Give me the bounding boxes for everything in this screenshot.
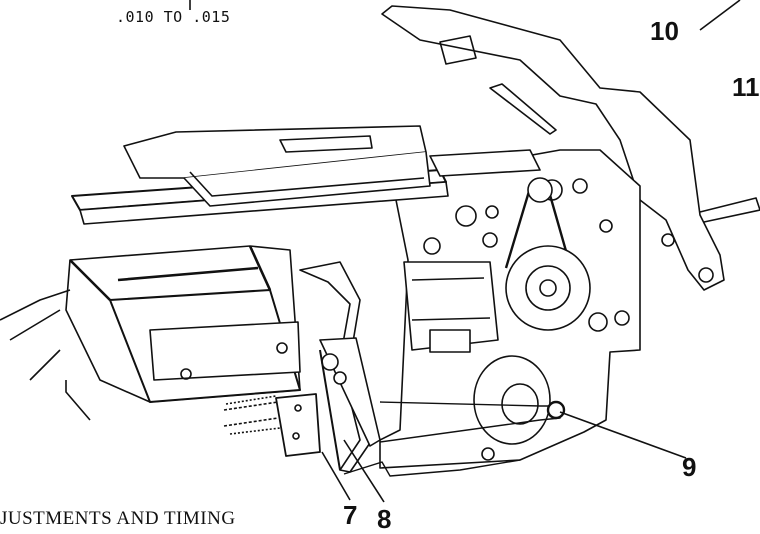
frame-plate — [379, 149, 641, 469]
timing-belt — [504, 177, 591, 331]
top-plate — [71, 125, 541, 225]
leader-7 — [321, 451, 351, 501]
drive-pulley — [379, 355, 566, 445]
upper-bracket — [381, 5, 760, 291]
callout-10: 10 — [650, 16, 679, 46]
callout-9: 9 — [682, 452, 697, 482]
lever-arms — [223, 261, 381, 473]
leader-9 — [559, 411, 687, 459]
base-edge — [343, 459, 521, 477]
leader-8 — [343, 439, 385, 503]
callout-7: 7 — [343, 500, 358, 530]
callout-11: 11 — [732, 72, 760, 102]
section-caption: JUSTMENTS AND TIMING — [0, 508, 236, 529]
leader-10 — [699, 0, 741, 31]
clearance-spec: .010 TO .015 — [116, 8, 231, 26]
callout-8: 8 — [377, 504, 392, 534]
motor — [0, 245, 301, 421]
solenoid-block — [403, 261, 499, 353]
